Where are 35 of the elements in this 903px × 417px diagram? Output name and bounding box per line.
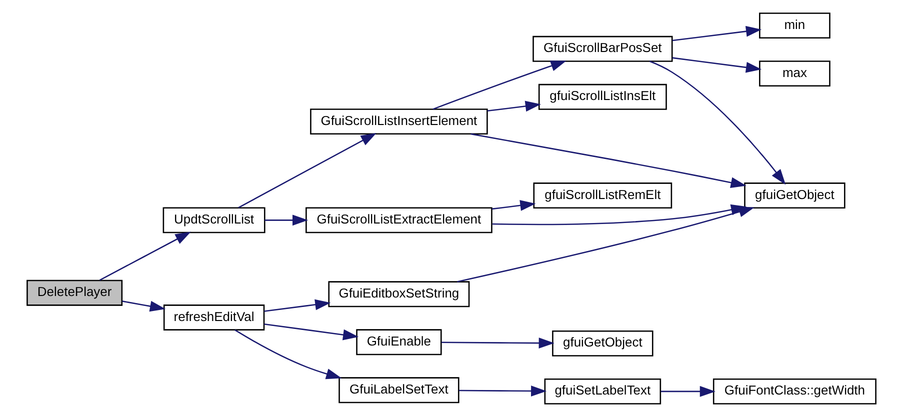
node-box: gfuiGetObject bbox=[744, 182, 846, 208]
node-box: gfuiScrollListRemElt bbox=[533, 182, 672, 208]
node-box: GfuiScrollListInsertElement bbox=[310, 108, 488, 135]
arrow bbox=[264, 214, 308, 226]
arrow bbox=[234, 329, 342, 380]
arrow bbox=[649, 60, 786, 185]
node-box: refreshEditVal bbox=[163, 304, 265, 330]
node-box: min bbox=[759, 12, 830, 39]
node-box: GfuiLabelSetText bbox=[338, 377, 460, 404]
arrow bbox=[672, 57, 762, 73]
arrow bbox=[457, 206, 754, 282]
arrow bbox=[672, 26, 762, 42]
arrow bbox=[99, 232, 191, 281]
node-box: UpdtScrollList bbox=[162, 207, 266, 234]
node-box: GfuiFontClass::getWidth bbox=[712, 378, 876, 404]
arrow bbox=[264, 323, 359, 340]
arrow bbox=[238, 133, 376, 208]
node-box: gfuiScrollListInsElt bbox=[538, 84, 667, 110]
node-box: gfuiSetLabelText bbox=[544, 378, 662, 404]
node-box: gfuiGetObject bbox=[552, 330, 654, 356]
arrow bbox=[660, 386, 716, 397]
node-box: max bbox=[759, 60, 830, 87]
node-box: DeletePlayer bbox=[26, 280, 123, 306]
arrow bbox=[470, 133, 746, 188]
node-box: GfuiScrollListExtractElement bbox=[306, 207, 492, 234]
arrow bbox=[441, 338, 554, 348]
arrow bbox=[487, 100, 541, 112]
arrow bbox=[264, 299, 331, 312]
node-box: GfuiEditboxSetString bbox=[328, 281, 470, 308]
node-box: GfuiScrollBarPosSet bbox=[532, 36, 673, 62]
arrow bbox=[458, 386, 547, 396]
arrow bbox=[122, 300, 166, 312]
node-box: GfuiEnable bbox=[356, 329, 442, 356]
arrow bbox=[492, 200, 536, 211]
arrow bbox=[432, 60, 566, 110]
